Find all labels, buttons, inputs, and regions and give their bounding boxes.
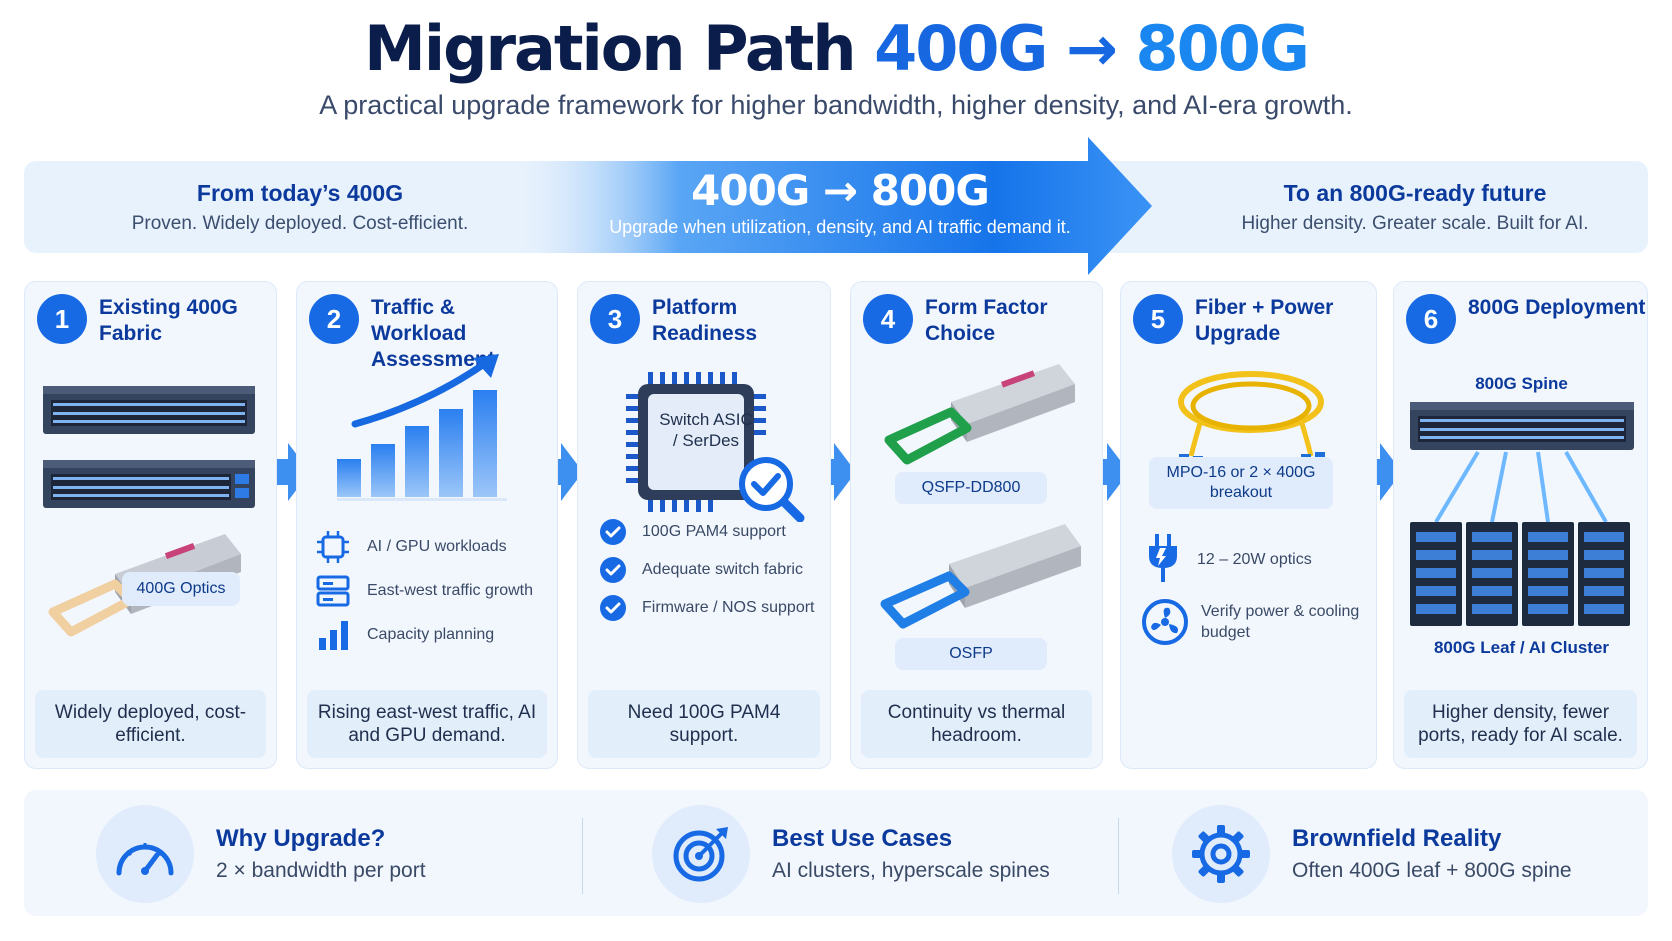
banner-right-title: To an 800G-ready future	[1283, 180, 1547, 206]
banner-arrow-icon	[520, 137, 1152, 275]
chip-icon	[317, 531, 349, 563]
step-title: Traffic & Workload Assessment	[371, 296, 495, 371]
step-number: 6	[1406, 294, 1456, 344]
step-card-2: 2 Traffic & Workload Assessment AI / GPU…	[296, 281, 558, 769]
step-title: 800G Deployment	[1468, 296, 1646, 319]
banner-left-text: Proven. Widely deployed. Cost-efficient.	[131, 213, 469, 234]
checklist-item: Adequate switch fabric	[598, 556, 803, 584]
qsfp-dd800-icon	[884, 364, 1075, 465]
summary-strip	[24, 790, 1648, 916]
step-title: Platform Readiness	[652, 296, 758, 345]
spine-leaf-topology-icon	[1410, 402, 1634, 626]
step-footer: Need 100G PAM4 support.	[588, 690, 820, 758]
step-footer: Widely deployed, cost-efficient.	[35, 690, 266, 758]
feature-item: AI / GPU workloads	[313, 530, 507, 564]
step-card-1: 1 Existing 400G Fabric 400G Optics Widel…	[24, 281, 277, 769]
optics-label: 400G Optics	[122, 572, 240, 606]
step-title: Existing 400G Fabric	[99, 296, 238, 345]
feature-label: Verify power & cooling budget	[1201, 603, 1360, 641]
checklist-item: Firmware / NOS support	[598, 594, 814, 622]
step-title: Fiber + Power Upgrade	[1195, 296, 1334, 345]
step-number: 5	[1133, 294, 1183, 344]
step-card-5: 5 Fiber + Power Upgrade MPO-16 or 2 × 40…	[1120, 281, 1377, 769]
qsfp-dd800-label: QSFP-DD800	[895, 472, 1047, 504]
checklist-label: Adequate switch fabric	[642, 561, 803, 578]
banner-middle: 400G → 800G Upgrade when utilization, de…	[560, 166, 1120, 238]
check-circle-icon	[600, 595, 626, 621]
osfp-label: OSFP	[895, 638, 1047, 670]
step-title: Form Factor Choice	[925, 296, 1048, 345]
summary-title: Best Use Cases	[772, 825, 953, 852]
banner-mid-text: Upgrade when utilization, density, and A…	[609, 217, 1071, 237]
feature-item: East-west traffic growth	[313, 574, 533, 608]
check-circle-icon	[600, 519, 626, 545]
divider	[1118, 818, 1119, 894]
check-circle-icon	[600, 557, 626, 583]
checklist-item: 100G PAM4 support	[598, 518, 786, 546]
feature-item: 12 – 20W optics	[1141, 534, 1327, 584]
banner-mid-title: 400G → 800G	[691, 166, 990, 215]
osfp-icon	[880, 524, 1081, 629]
feature-label: East-west traffic growth	[367, 582, 533, 599]
power-plug-icon	[1149, 534, 1177, 582]
speedometer-icon	[116, 843, 174, 876]
step-footer: Rising east-west traffic, AI and GPU dem…	[307, 690, 547, 758]
gear-icon	[1192, 825, 1250, 883]
feature-label: 12 – 20W optics	[1197, 550, 1312, 568]
step-number: 4	[863, 294, 913, 344]
divider	[582, 818, 583, 894]
target-icon	[673, 827, 728, 882]
banner-left-title: From today’s 400G	[196, 180, 404, 206]
feature-label: AI / GPU workloads	[367, 538, 507, 555]
title-from: 400G	[874, 12, 1048, 85]
banner-left: From today’s 400G Proven. Widely deploye…	[70, 180, 530, 235]
step-arrow-icon	[543, 443, 583, 501]
step-card-4: 4 Form Factor Choice QSFP-DD800 OSFP Con…	[850, 281, 1103, 769]
title-arrow: →	[1065, 12, 1118, 85]
step-number: 2	[309, 294, 359, 344]
spine-label: 800G Spine	[1475, 374, 1568, 393]
step-number: 1	[37, 294, 87, 344]
feature-item: Capacity planning	[313, 618, 494, 652]
checklist-label: 100G PAM4 support	[642, 523, 786, 540]
feature-item: Verify power & cooling budget	[1141, 598, 1361, 646]
summary-why-upgrade: Why Upgrade? 2 × bandwidth per port	[96, 805, 426, 903]
title-main: Migration Path	[364, 12, 856, 85]
checklist-label: Firmware / NOS support	[642, 599, 815, 616]
step-arrow-icon	[270, 443, 310, 501]
bar-chart-icon	[319, 621, 348, 650]
summary-text: AI clusters, hyperscale spines	[772, 859, 1050, 882]
step-footer: Continuity vs thermal headroom.	[861, 690, 1092, 758]
page-subtitle: A practical upgrade framework for higher…	[319, 90, 1353, 120]
banner-right: To an 800G-ready future Higher density. …	[1175, 180, 1655, 235]
fan-icon	[1142, 599, 1188, 645]
summary-text: Often 400G leaf + 800G spine	[1292, 859, 1572, 882]
fiber-label: MPO-16 or 2 × 400G breakout	[1149, 457, 1333, 509]
step-arrow-icon	[1362, 443, 1402, 501]
step-card-6: 6 800G Deployment 800G Spine 800G Leaf /…	[1393, 281, 1648, 769]
chip-label: Switch ASIC / SerDes	[659, 410, 753, 450]
summary-brownfield-reality: Brownfield Reality Often 400G leaf + 800…	[1172, 805, 1572, 903]
step-arrow-icon	[816, 443, 856, 501]
leaf-label: 800G Leaf / AI Cluster	[1433, 638, 1610, 657]
step-number: 3	[590, 294, 640, 344]
title-to: 800G	[1135, 12, 1310, 85]
asic-chip-icon	[626, 372, 805, 522]
growth-chart-icon	[337, 354, 507, 501]
step-card-3: 3 Platform Readiness Switch ASIC / SerDe…	[577, 281, 831, 769]
feature-label: Capacity planning	[367, 626, 495, 643]
page-title: Migration Path 400G → 800G	[0, 12, 1672, 85]
banner-right-text: Higher density. Greater scale. Built for…	[1241, 213, 1589, 234]
summary-title: Why Upgrade?	[216, 825, 386, 852]
summary-best-use-cases: Best Use Cases AI clusters, hyperscale s…	[652, 805, 1050, 903]
step-footer: Higher density, fewer ports, ready for A…	[1404, 690, 1637, 758]
summary-title: Brownfield Reality	[1292, 825, 1502, 852]
step-arrow-icon	[1089, 443, 1129, 501]
switch-icon	[43, 386, 255, 508]
server-icon	[316, 575, 350, 607]
summary-text: 2 × bandwidth per port	[216, 859, 426, 882]
